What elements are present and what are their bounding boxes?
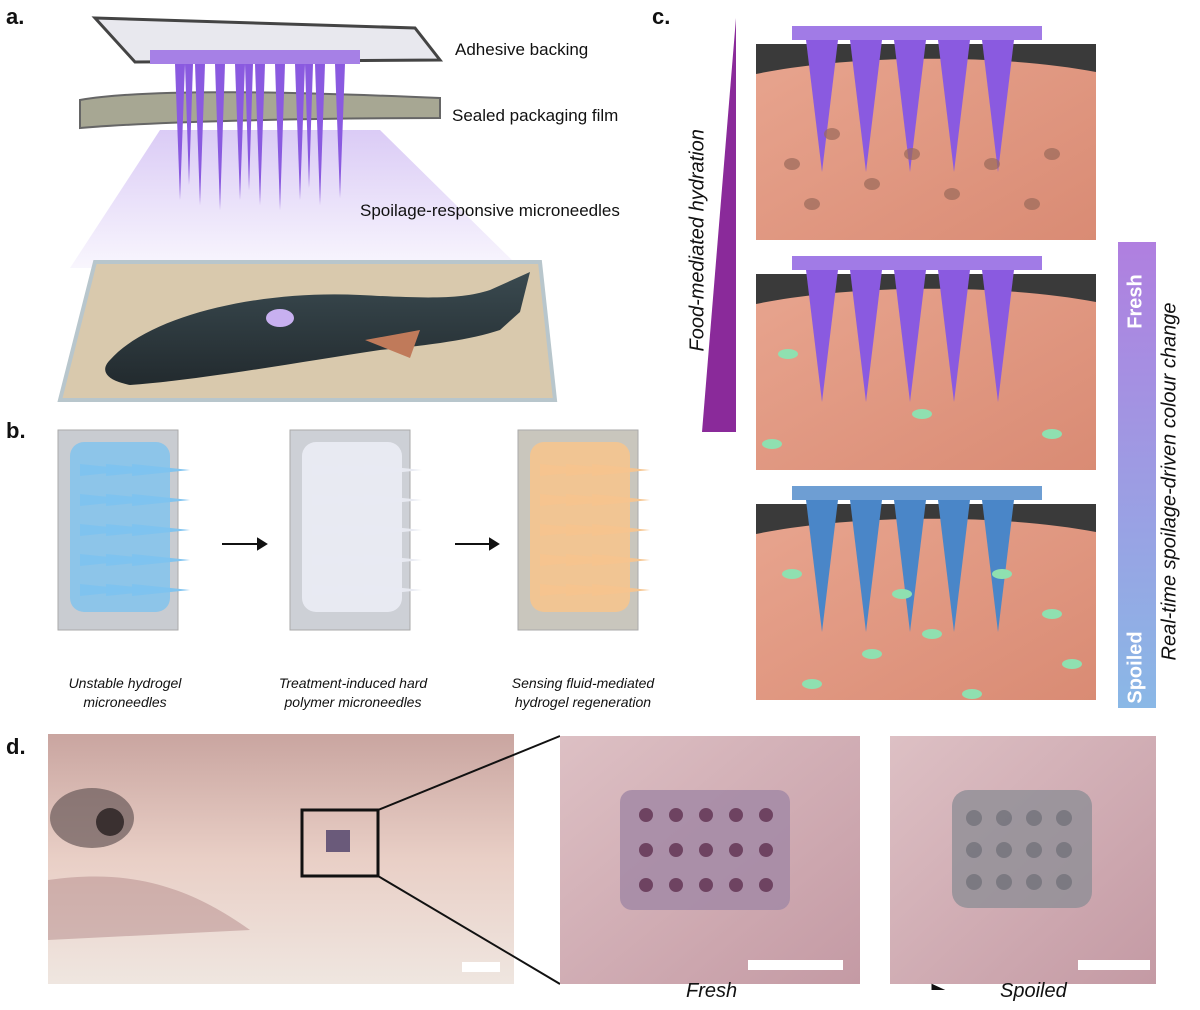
needle-dot [699,808,713,822]
bacterium [762,439,782,449]
needle-dot [1056,874,1072,890]
panel-d-letter: d. [6,734,26,760]
bacterium [802,679,822,689]
needle-dot [966,810,982,826]
sensor-patch [266,309,294,327]
bacterium [912,409,932,419]
label-fresh: Fresh [686,980,737,1003]
bacterium [1042,609,1062,619]
bar-label-spoiled: Spoiled [1125,626,1148,710]
panel-c-letter: c. [652,4,670,30]
needle-dot [639,878,653,892]
right-axis-label: Real-time spoilage-driven colour change [1159,302,1182,662]
label-adhesive-backing: Adhesive backing [455,40,588,60]
label-spoilage-responsive-microneedles: Spoilage-responsive microneedles [360,201,620,221]
bacterium [1042,429,1062,439]
label-spoiled: Spoiled [1000,980,1067,1003]
needle-dot [966,874,982,890]
droplet [984,158,1000,170]
bacterium [862,649,882,659]
needle-backing [792,256,1042,270]
needle-dot [996,810,1012,826]
arrow-1 [222,539,266,549]
frame-spoiled [756,504,1096,700]
needle-dot [639,808,653,822]
droplet [804,198,820,210]
scale-bar-main [462,962,500,972]
bacterium [1062,659,1082,669]
needle-dot [759,843,773,857]
needle-dot [699,878,713,892]
needle-dot [729,808,743,822]
bar-label-fresh: Fresh [1125,270,1148,334]
label-sealed-packaging-film: Sealed packaging film [452,106,618,126]
droplet [904,148,920,160]
needle-dot [669,808,683,822]
needle-dot [759,878,773,892]
panel-b-illustration [0,420,700,650]
needle-base [150,50,360,64]
needle-dot [996,842,1012,858]
bacterium [922,629,942,639]
needle-dot [759,808,773,822]
needle-dot [729,843,743,857]
droplet [824,128,840,140]
droplet [1024,198,1040,210]
needle-dot [669,878,683,892]
bacterium [782,569,802,579]
frame-hydration [756,44,1096,240]
needle-dot [996,874,1012,890]
droplet [944,188,960,200]
needle-dot [1026,810,1042,826]
scale-bar-spoiled [1078,960,1150,970]
needle-dot [669,843,683,857]
arrow-2 [455,539,498,549]
needle-dot [1056,810,1072,826]
fresh-to-spoiled-arrow [800,986,946,990]
bacterium [992,569,1012,579]
left-axis-label: Food-mediated hydration [687,132,710,352]
needle-dot [1056,842,1072,858]
panel-c-frames [752,14,1112,714]
droplet [784,158,800,170]
needle-backing [792,486,1042,500]
bacterium [962,689,982,699]
droplet [1044,148,1060,160]
caption-step-3: Sensing fluid-mediatedhydrogel regenerat… [478,674,688,712]
droplet [864,178,880,190]
needle-backing [792,26,1042,40]
needle-dot [639,843,653,857]
frame-fresh [756,274,1096,470]
bacterium [778,349,798,359]
needle-dot [966,842,982,858]
panel-d-photos [40,730,1160,990]
microneedle-array [175,64,345,210]
needle-dot [699,843,713,857]
needle-dot [729,878,743,892]
fish-photo [48,734,514,984]
bacterium [892,589,912,599]
needle-dot [1026,842,1042,858]
scale-bar-fresh [748,960,843,970]
needle-dot [1026,874,1042,890]
